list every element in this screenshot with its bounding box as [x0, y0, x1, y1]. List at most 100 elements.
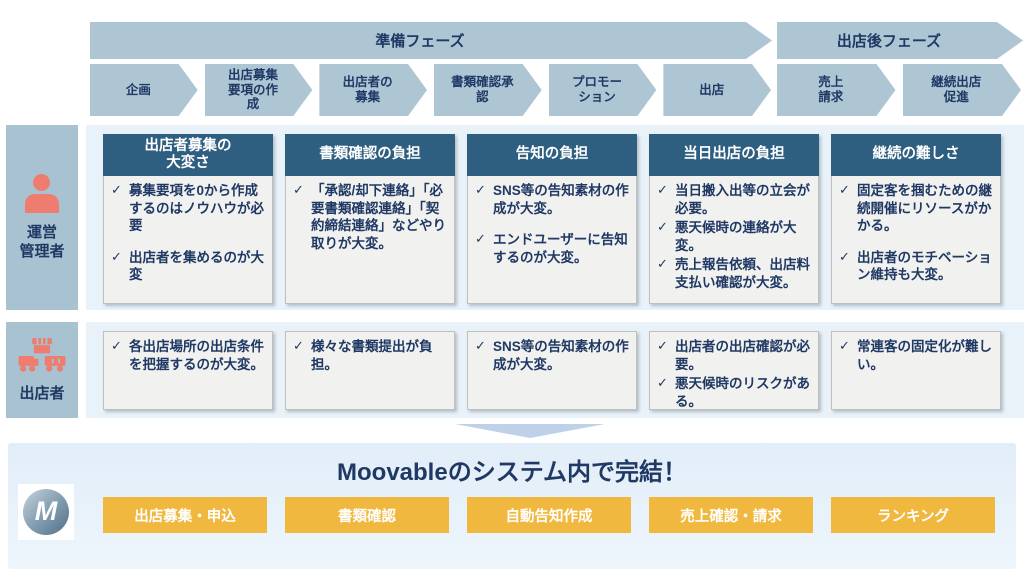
- cards-row-2: ✓ 各出店場所の出店条件を把握するのが大変。 ✓ 様々な書類提出が負担。 ✓ SNS等の告…: [103, 331, 1001, 410]
- feature-button: ランキング: [831, 497, 995, 533]
- step-chevron: 出店: [663, 64, 771, 116]
- pain-bullet: ✓出店者の出店確認が必要。: [657, 338, 811, 373]
- pain-bullet-text: 固定客を掴むための継続開催にリソースがかかる。: [857, 183, 992, 234]
- pain-bullet-text: 各出店場所の出店条件を把握するのが大変。: [129, 339, 264, 372]
- pain-card-body: ✓ 様々な書類提出が負担。: [285, 331, 455, 410]
- check-icon: ✓: [657, 338, 668, 353]
- check-icon: ✓: [293, 338, 304, 353]
- pain-bullet-text: エンドユーザーに告知するのが大変。: [493, 232, 628, 265]
- check-icon: ✓: [293, 182, 304, 197]
- pain-bullet-text: 出店者のモチベーション維持も大変。: [857, 249, 992, 283]
- pain-bullet: ✓ エンドユーザーに告知するのが大変。: [475, 231, 629, 266]
- pain-bullet-text: 様々な書類提出が負担。: [311, 339, 433, 372]
- step-chevron: 出店募集 要項の作 成: [205, 64, 313, 116]
- pain-card: ✓ 各出店場所の出店条件を把握するのが大変。: [103, 331, 273, 410]
- check-icon: ✓: [475, 182, 486, 197]
- pain-bullet: ✓ 「承認/却下連絡」「必要書類確認連絡」「契約締結連絡」などやり取りが大変。: [293, 182, 447, 252]
- pain-bullet: ✓ 悪天候時の連絡が大変。: [657, 219, 811, 254]
- moovable-logo-letter: M: [34, 495, 58, 526]
- pain-bullet-text: 募集要項を0から作成するのはノウハウが必要: [129, 183, 264, 234]
- actor-vendor: 出店者: [6, 322, 78, 418]
- pain-card-body: ✓出店者の出店確認が必要。✓悪天候時のリスクがある。: [649, 331, 819, 410]
- pain-bullet: ✓ SNS等の告知素材の作成が大変。: [475, 182, 629, 217]
- step-chevron: 企画: [90, 64, 198, 116]
- pain-card: 当日出店の負担✓当日搬入出等の立会が必要。✓悪天候時の連絡が大変。✓売上報告依頼…: [649, 134, 819, 304]
- step-chevron: 売上 請求: [777, 64, 896, 116]
- phase-banner-post: 出店後フェーズ: [777, 22, 1023, 59]
- pain-bullet: ✓ 各出店場所の出店条件を把握するのが大変。: [111, 338, 265, 373]
- pain-bullet-text: 売上報告依頼、出店料支払い確認が大変。: [675, 257, 810, 290]
- cards-row-1: 出店者募集の 大変さ✓募集要項を0から作成するのはノウハウが必要✓出店者を集める…: [103, 134, 1001, 304]
- moovable-logo-circle: M: [23, 489, 69, 535]
- check-icon: ✓: [839, 248, 850, 264]
- feature-button: 書類確認: [285, 497, 449, 533]
- pain-card-body: ✓ 固定客を掴むための継続開催にリソースがかかる。 ✓ 出店者のモチベーション維持も大…: [831, 176, 1001, 304]
- pain-card-title: 告知の負担: [467, 134, 637, 176]
- pain-bullet: ✓ 募集要項を0から作成するのはノウハウが必要: [111, 182, 265, 235]
- pain-card-body: ✓ SNS等の告知素材の作成が大変。: [467, 331, 637, 410]
- check-icon: ✓: [657, 256, 668, 272]
- pain-card: 出店者募集の 大変さ✓募集要項を0から作成するのはノウハウが必要✓出店者を集める…: [103, 134, 273, 304]
- check-icon: ✓: [657, 182, 668, 197]
- check-icon: ✓: [111, 248, 122, 264]
- pain-bullet-text: 常連客の固定化が難しい。: [857, 339, 992, 372]
- pain-card: ✓ SNS等の告知素材の作成が大変。: [467, 331, 637, 410]
- pain-bullet: ✓ 出店者を集めるのが大変: [111, 249, 265, 284]
- pain-card: 継続の難しさ ✓ 固定客を掴むための継続開催にリソースがかかる。 ✓ 出店者のモチベーシ…: [831, 134, 1001, 304]
- pain-card: ✓出店者の出店確認が必要。✓悪天候時のリスクがある。: [649, 331, 819, 410]
- check-icon: ✓: [111, 182, 122, 197]
- feature-button: 出店募集・申込: [103, 497, 267, 533]
- pain-bullet-text: 悪天候時のリスクがある。: [675, 376, 810, 409]
- pain-card-body: ✓ 募集要項を0から作成するのはノウハウが必要 ✓ 出店者を集めるのが大変: [103, 176, 273, 304]
- pain-bullet: ✓ 常連客の固定化が難しい。: [839, 338, 993, 373]
- person-icon: [24, 173, 60, 214]
- step-chevron: 出店者の 募集: [319, 64, 427, 116]
- food-truck-icon: [18, 337, 66, 372]
- pain-bullet-text: 「承認/却下連絡」「必要書類確認連絡」「契約締結連絡」などやり取りが大変。: [311, 183, 446, 251]
- step-chevron: プロモー ション: [549, 64, 657, 116]
- pain-bullet-text: SNS等の告知素材の作成が大変。: [493, 339, 629, 372]
- pain-card: 書類確認の負担 ✓ 「承認/却下連絡」「必要書類確認連絡」「契約締結連絡」などやり取…: [285, 134, 455, 304]
- pain-bullet-text: SNS等の告知素材の作成が大変。: [493, 183, 629, 216]
- pain-bullet-text: 出店者を集めるのが大変: [129, 249, 264, 283]
- pain-bullet: ✓当日搬入出等の立会が必要。: [657, 182, 811, 217]
- pain-card: ✓ 様々な書類提出が負担。: [285, 331, 455, 410]
- pain-card: 告知の負担 ✓ SNS等の告知素材の作成が大変。 ✓ エンドユーザーに告知するのが大変。: [467, 134, 637, 304]
- pain-card-body: ✓ SNS等の告知素材の作成が大変。 ✓ エンドユーザーに告知するのが大変。: [467, 176, 637, 304]
- solution-title: Moovableのシステム内で完結！: [337, 459, 687, 486]
- pain-card-body: ✓ 「承認/却下連絡」「必要書類確認連絡」「契約締結連絡」などやり取りが大変。: [285, 176, 455, 304]
- phase-banner-label: 出店後フェーズ: [836, 33, 942, 50]
- pain-card: ✓ 常連客の固定化が難しい。: [831, 331, 1001, 410]
- pain-bullet: ✓ 固定客を掴むための継続開催にリソースがかかる。: [839, 182, 993, 235]
- check-icon: ✓: [475, 231, 486, 247]
- step-chevron: 継続出店 促進: [903, 64, 1022, 116]
- check-icon: ✓: [475, 338, 486, 353]
- pain-bullet-text: 悪天候時の連絡が大変。: [675, 220, 797, 253]
- steps-post: 売上 請求継続出店 促進: [777, 64, 1021, 116]
- pain-card-title: 書類確認の負担: [285, 134, 455, 176]
- step-chevron: 書類確認承 認: [434, 64, 542, 116]
- pain-card-body: ✓当日搬入出等の立会が必要。✓悪天候時の連絡が大変。✓売上報告依頼、出店料支払い…: [649, 176, 819, 304]
- feature-button: 自動告知作成: [467, 497, 631, 533]
- down-arrow-icon: [455, 424, 605, 438]
- pain-bullet: ✓ 様々な書類提出が負担。: [293, 338, 447, 373]
- check-icon: ✓: [839, 182, 850, 197]
- check-icon: ✓: [657, 219, 668, 235]
- pain-bullet: ✓ 悪天候時のリスクがある。: [657, 375, 811, 410]
- pain-bullet: ✓ 出店者のモチベーション維持も大変。: [839, 249, 993, 284]
- pain-card-title: 継続の難しさ: [831, 134, 1001, 176]
- moovable-logo: M: [18, 484, 74, 540]
- actor-vendor-label: 出店者: [19, 384, 65, 402]
- pain-bullet: ✓ SNS等の告知素材の作成が大変。: [475, 338, 629, 373]
- steps-preparation: 企画出店募集 要項の作 成出店者の 募集書類確認承 認プロモー ション出店: [90, 64, 771, 116]
- check-icon: ✓: [657, 375, 668, 391]
- pain-bullet: ✓ 売上報告依頼、出店料支払い確認が大変。: [657, 256, 811, 291]
- phase-banner-preparation: 準備フェーズ: [90, 22, 772, 59]
- check-icon: ✓: [111, 338, 122, 353]
- pain-card-body: ✓ 各出店場所の出店条件を把握するのが大変。: [103, 331, 273, 410]
- actor-manager: 運営 管理者: [6, 125, 78, 310]
- check-icon: ✓: [839, 338, 850, 353]
- phase-banner-label: 準備フェーズ: [375, 33, 465, 50]
- pain-card-title: 当日出店の負担: [649, 134, 819, 176]
